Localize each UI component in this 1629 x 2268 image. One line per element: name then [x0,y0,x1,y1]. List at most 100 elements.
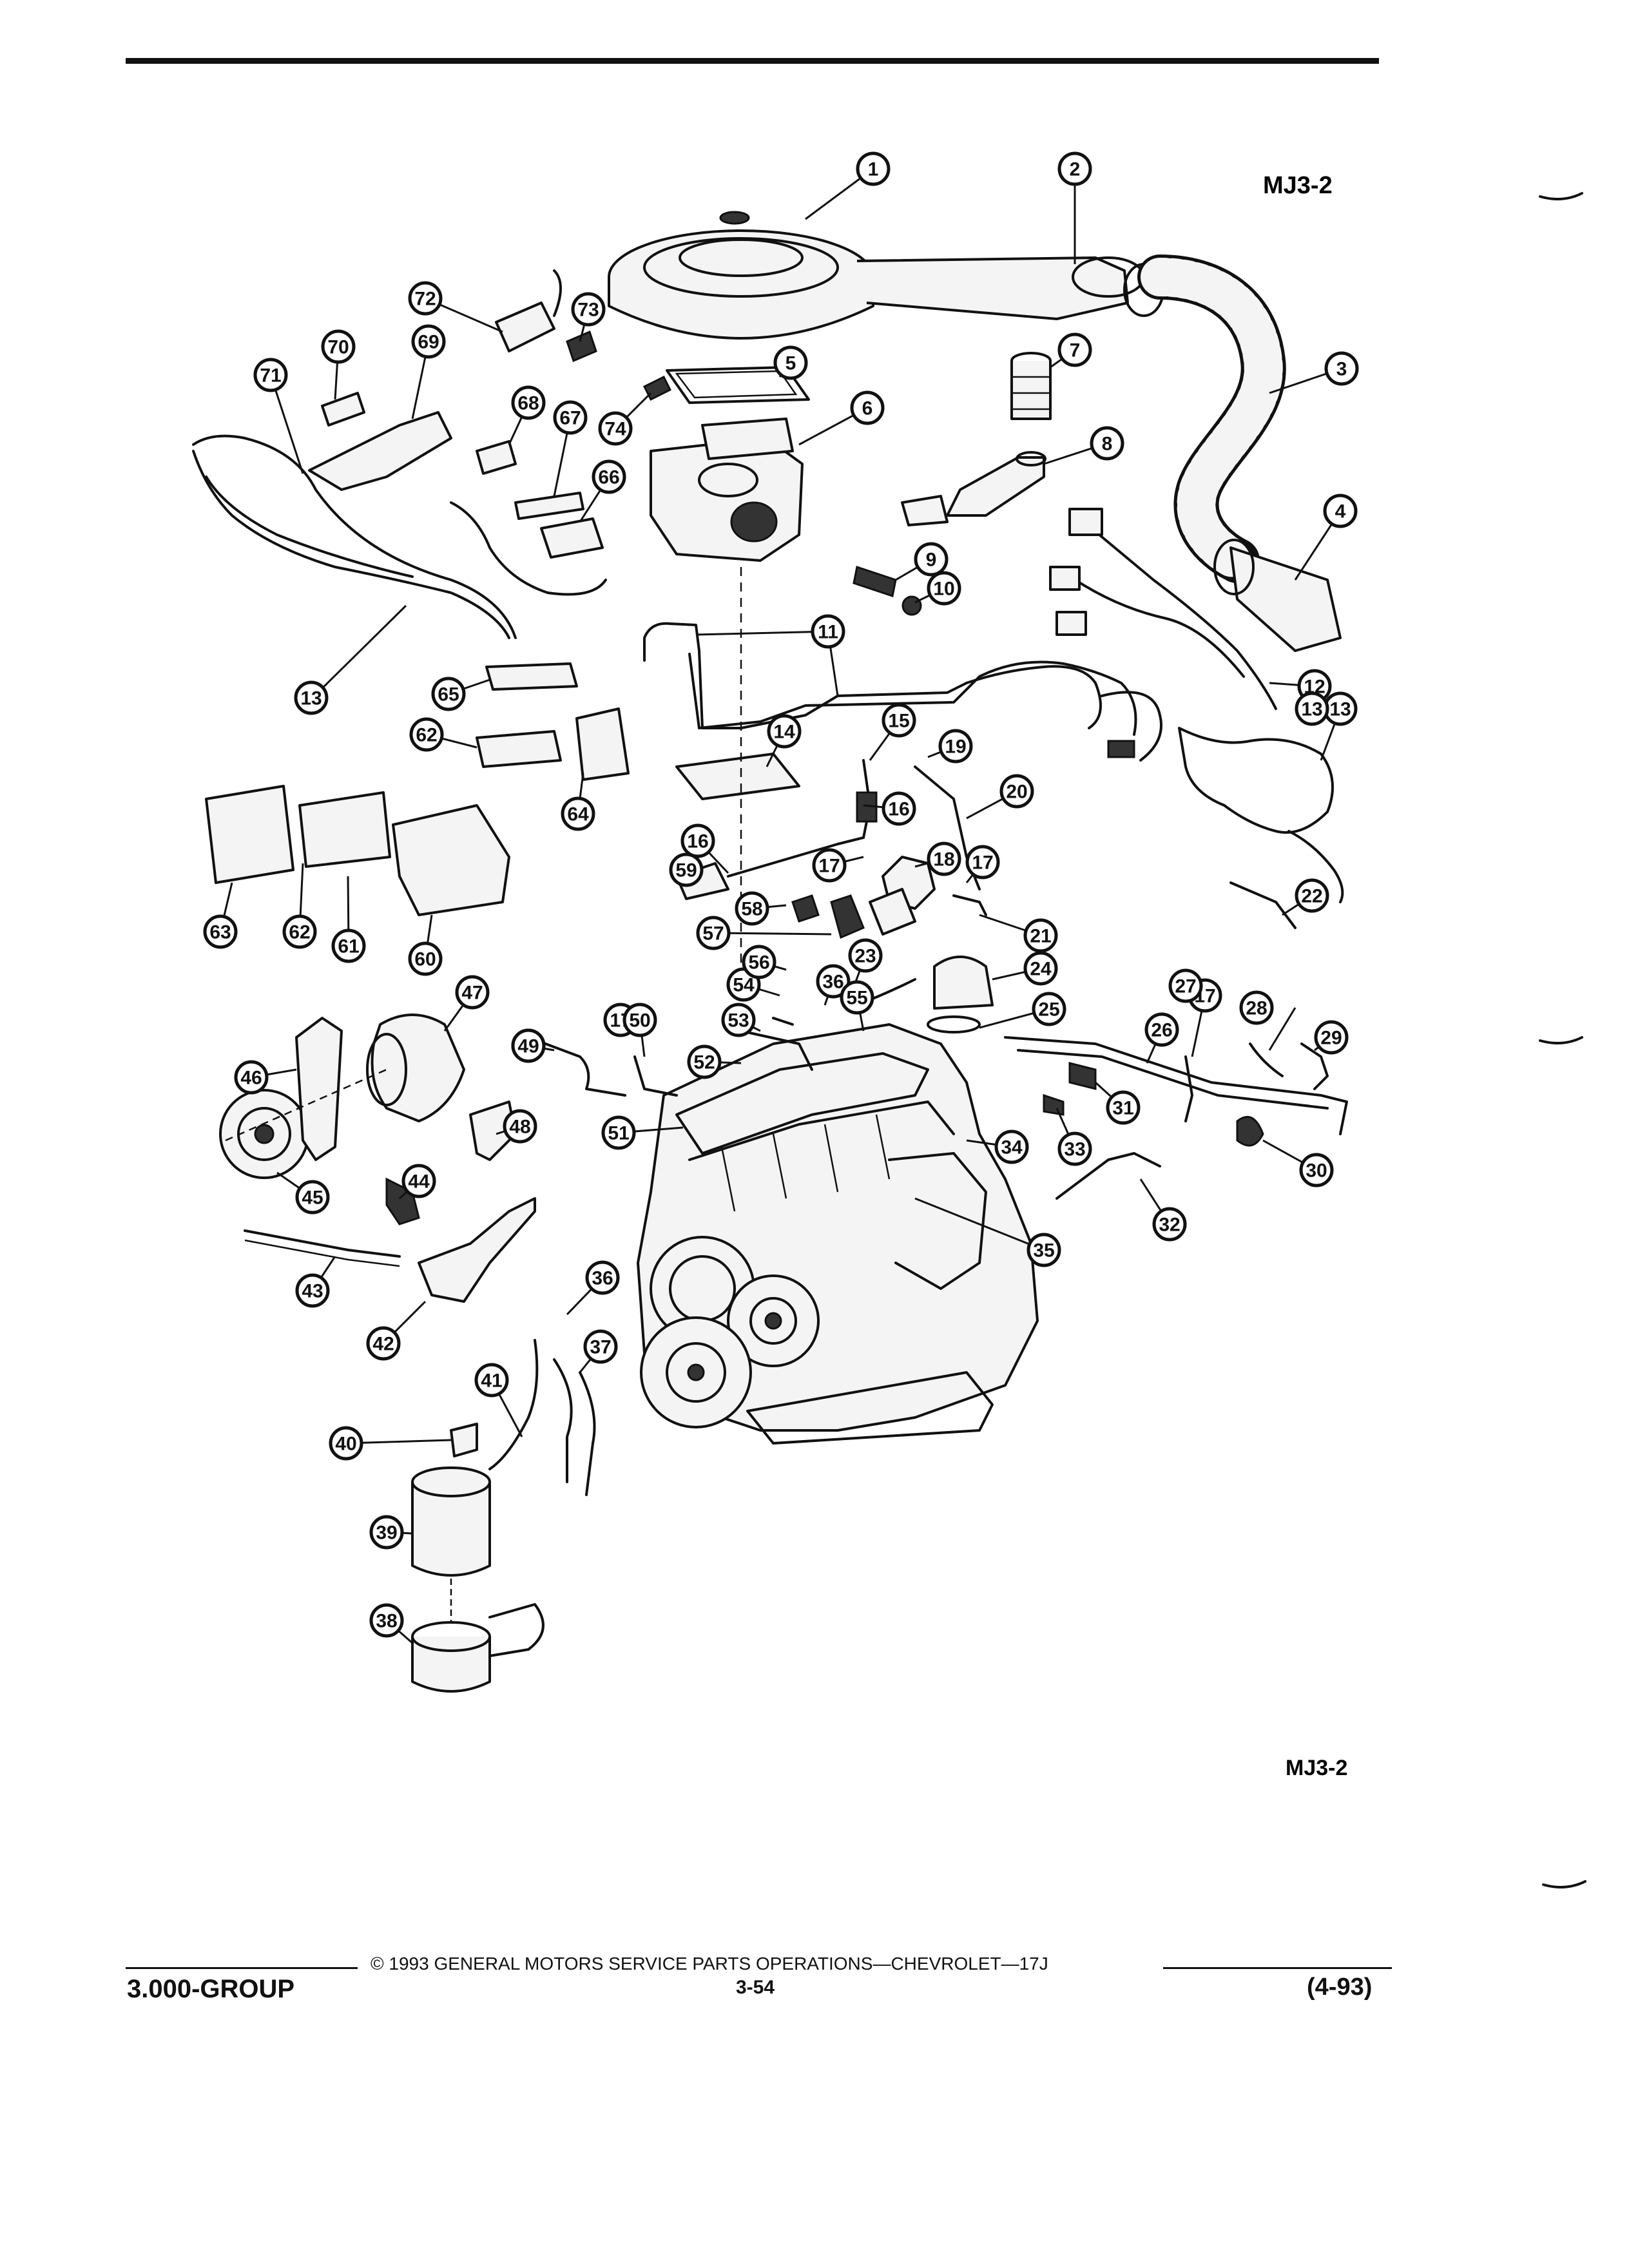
cover-65 [485,662,578,691]
callout-29: 29 [1314,1020,1349,1055]
callout-circle [1057,151,1092,186]
pipe-26 [1004,1036,1348,1135]
callout-16: 16 [882,791,916,826]
callout-circle [622,1003,657,1037]
footer-date: (4-93) [1307,1974,1373,2001]
diagram-code-bottom: MJ3-2 [1286,1756,1347,1780]
callout-43: 43 [295,1273,330,1308]
callout-number: 46 [240,1068,262,1089]
callout-circle [431,677,466,711]
callout-number: 28 [1246,998,1267,1019]
callout-62: 62 [409,717,444,752]
binder-mark [1542,1880,1586,1888]
callout-49: 49 [511,1028,546,1063]
callout-circle [927,841,961,876]
pipe-26b [1017,1049,1329,1110]
callout-number: 4 [1335,501,1346,523]
callout-number: 16 [888,799,909,820]
callout-53: 53 [721,1003,756,1037]
canister-mount [411,1579,545,1693]
callout-number: 19 [945,736,966,758]
connector [321,392,365,427]
callout-32: 32 [1152,1207,1187,1242]
callout-circle [1168,968,1203,1003]
callout-circle [1090,426,1124,461]
callout-number: 10 [933,579,954,600]
callout-8: 8 [1090,426,1124,461]
callout-circle [1144,1012,1179,1047]
callout-62: 62 [282,914,317,949]
callout-27: 27 [1168,968,1203,1003]
callout-39: 39 [369,1515,404,1550]
callout-number: 47 [461,983,483,1004]
callout-circle [294,680,329,715]
callout-circle [553,400,588,435]
module-bracket [298,791,391,868]
callout-number: 34 [1001,1137,1023,1158]
callout-3: 3 [1324,351,1359,386]
binder-mark [1539,1036,1583,1044]
callout-74: 74 [598,411,633,446]
callout-number: 69 [418,332,439,353]
callout-circle [882,791,916,826]
hose-43 [244,1229,401,1258]
callout-circle [329,1426,363,1461]
callout-number: 5 [786,353,796,374]
gasket [666,366,810,404]
hose-37 [488,1339,539,1470]
callout-64: 64 [561,796,595,831]
callout-circle [811,614,845,649]
fittings-52-56 [740,1017,813,1071]
callout-72: 72 [408,281,443,316]
callout-number: 6 [862,398,873,419]
callout-number: 2 [1070,159,1081,180]
bellows [1010,352,1052,420]
pipe-assembly [643,622,1162,762]
callout-circle [848,938,883,973]
callout-5: 5 [773,345,808,380]
callout-circle [282,914,317,949]
callout-circle [601,1115,636,1150]
callout-34: 34 [994,1129,1029,1164]
callout-circle [1323,494,1358,528]
callout-circle [598,411,633,446]
callout-circle [1314,1020,1349,1055]
callout-2: 2 [1057,151,1092,186]
callout-circle [369,1515,404,1550]
callout-circle [1239,990,1274,1025]
callout-11: 11 [811,614,845,649]
callout-circle [1106,1090,1141,1125]
callout-number: 21 [1030,926,1051,947]
callout-number: 52 [693,1052,715,1073]
callout-18: 18 [927,841,961,876]
callout-number: 72 [414,289,436,310]
footer-page: 3-54 [736,1977,775,1998]
callout-number: 15 [888,711,909,732]
flex-duct [1137,255,1342,652]
callout-17: 17 [812,848,847,883]
callout-circle [669,852,704,887]
callout-circle [474,1363,509,1398]
gasket-25 [927,1015,981,1033]
callout-68: 68 [511,385,546,420]
callout-circle [503,1109,537,1144]
callout-number: 49 [517,1036,539,1057]
callout-number: 56 [748,952,769,974]
callout-circle [561,796,595,831]
cap-24 [933,956,994,1010]
callout-number: 9 [926,550,937,571]
relay [495,302,555,352]
callout-number: 32 [1159,1215,1180,1236]
engine-block [637,1023,1039,1445]
callout-number: 57 [702,923,724,945]
callout-13: 13 [1295,691,1329,726]
callout-45: 45 [295,1180,330,1215]
callout-number: 64 [567,804,589,825]
callout-number: 45 [302,1187,323,1209]
callout-number: 20 [1006,782,1027,803]
callout-number: 39 [376,1523,397,1544]
callout-circle [331,928,366,963]
callout-number: 71 [260,365,281,387]
